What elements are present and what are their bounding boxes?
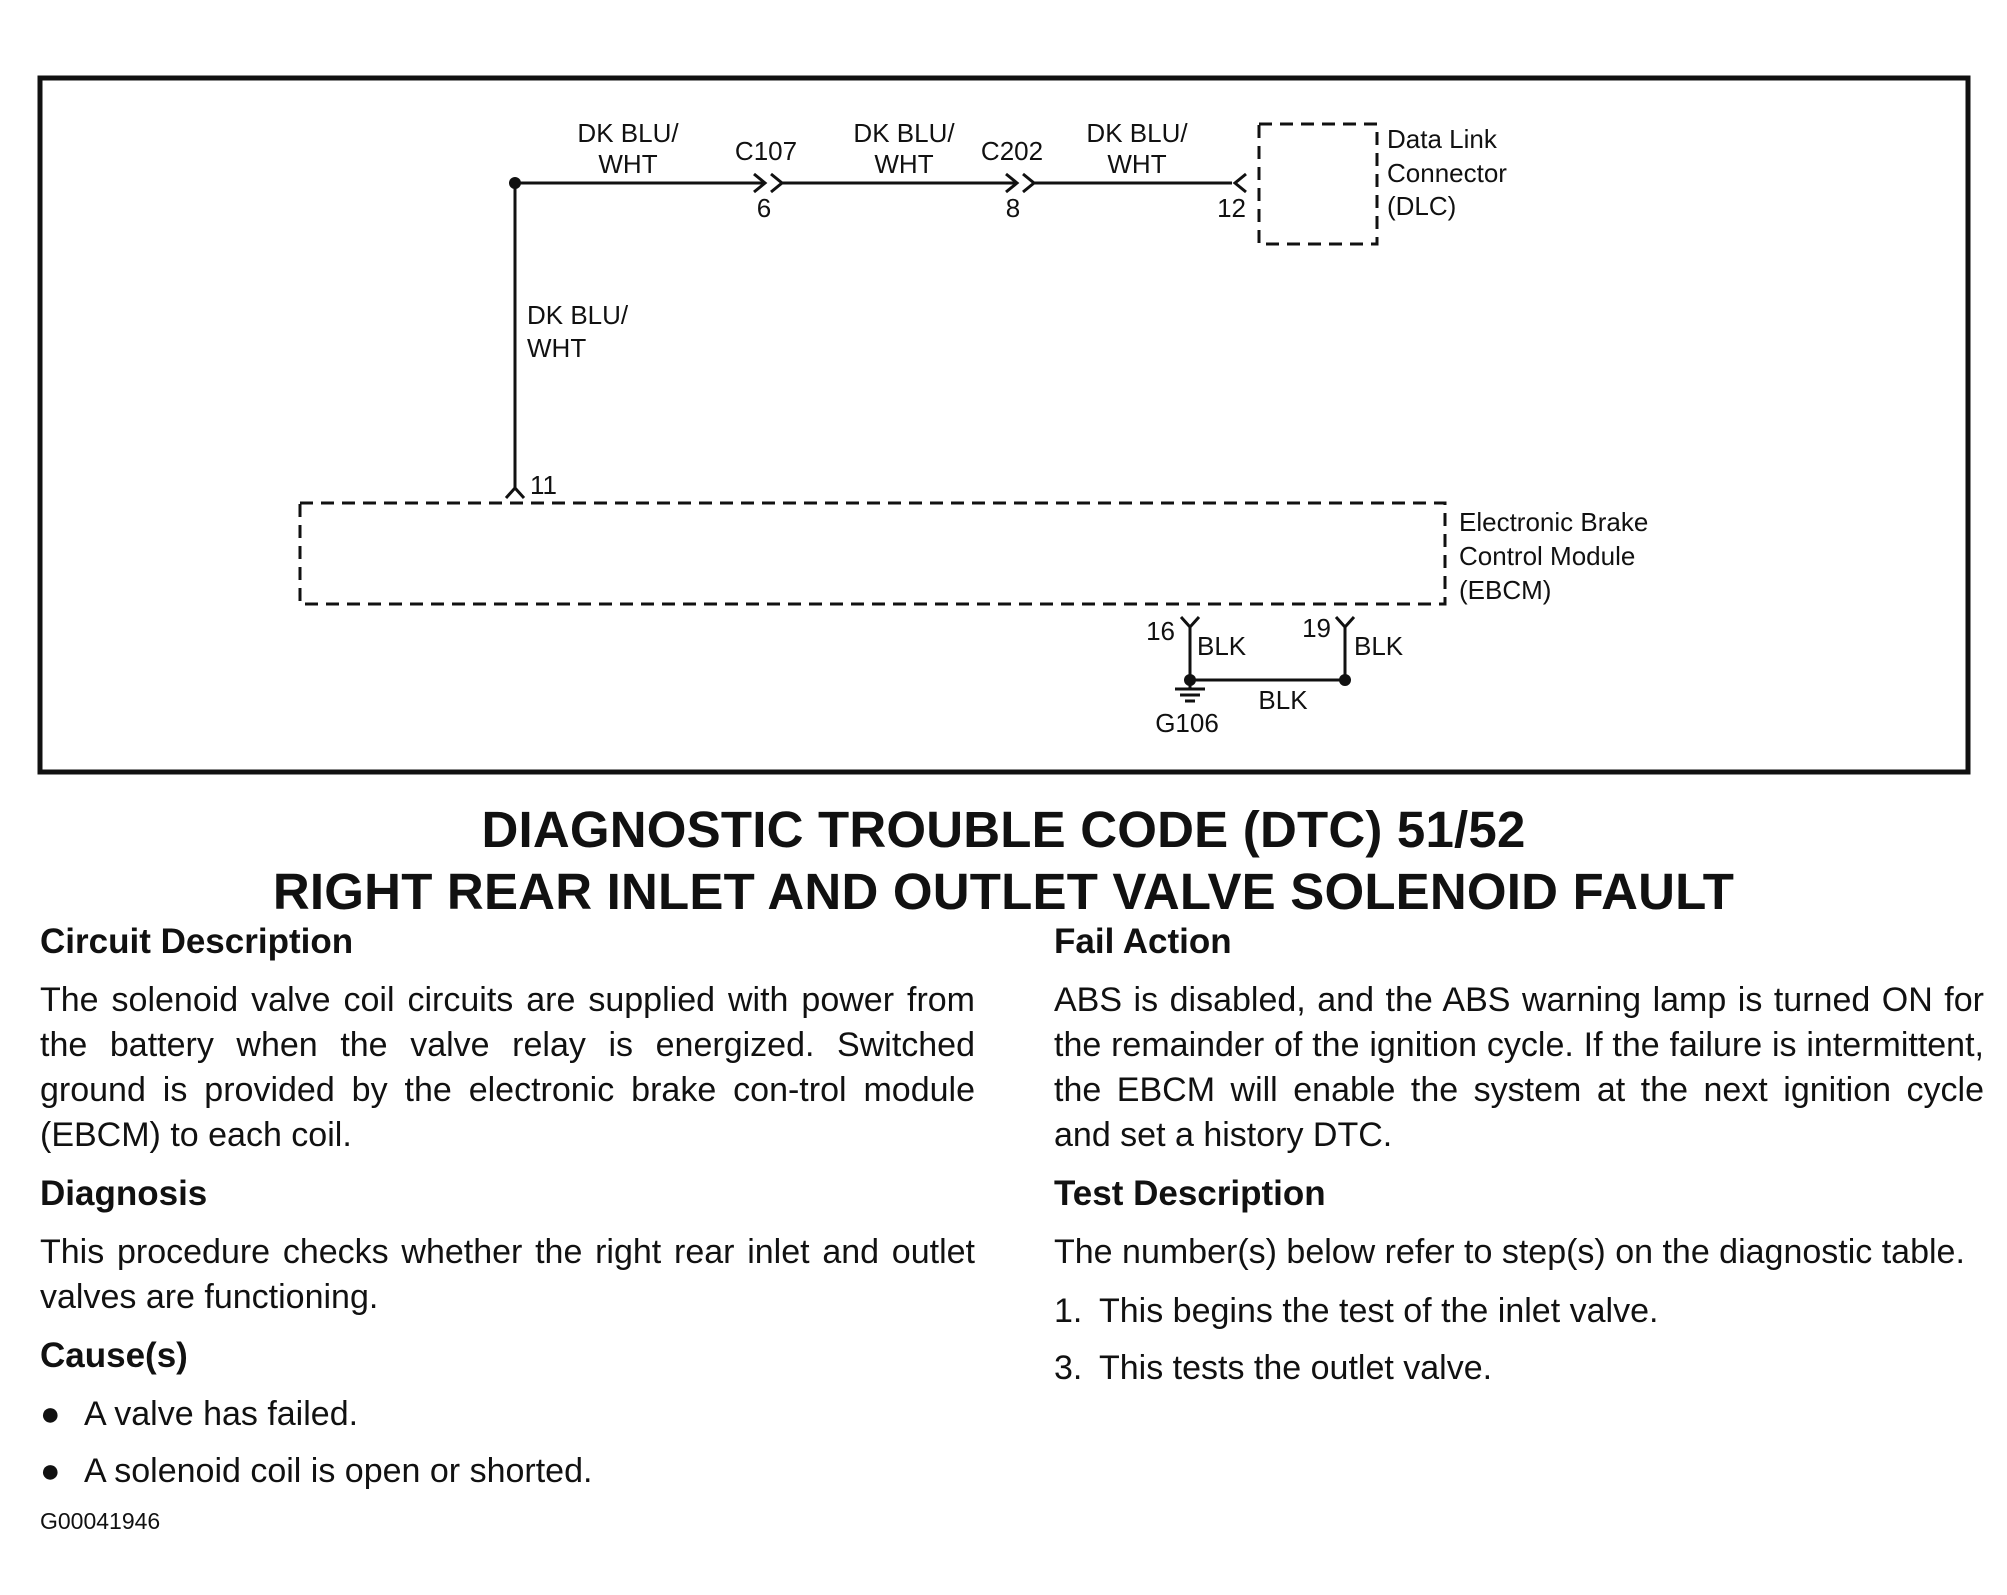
right-column: Fail Action ABS is disabled, and the ABS… <box>1054 920 1984 1403</box>
ebcm-label-1: Electronic Brake <box>1459 507 1648 537</box>
wire-label-1b: WHT <box>598 149 657 179</box>
dlc-box <box>1257 122 1379 246</box>
circuit-description-text: The solenoid valve coil circuits are sup… <box>40 981 975 1154</box>
step-text: This begins the test of the inlet valve. <box>1099 1292 1659 1330</box>
ebcm-pin-19: 19 <box>1302 613 1331 643</box>
wire-label-4a: DK BLU/ <box>527 300 629 330</box>
wire-label-3a: DK BLU/ <box>1086 118 1188 148</box>
ground-wiring <box>1175 615 1356 703</box>
step-text: This tests the outlet valve. <box>1099 1349 1493 1387</box>
dlc-label-1: Data Link <box>1387 124 1498 154</box>
ebcm-box <box>298 501 1447 606</box>
blk-label-bottom: BLK <box>1258 685 1308 715</box>
connector-c202-pin: 8 <box>1006 193 1020 223</box>
connector-c107-pin: 6 <box>757 193 771 223</box>
dlc-pin: 12 <box>1217 193 1246 223</box>
causes-heading: Cause(s) <box>40 1336 188 1375</box>
ground-dot-16 <box>1184 674 1196 686</box>
blk-label-19: BLK <box>1354 631 1404 661</box>
cause-item: ● A valve has failed. <box>40 1392 975 1437</box>
splice-dot <box>509 177 521 189</box>
step-item: 3. This tests the outlet valve. <box>1054 1346 1984 1391</box>
wire-label-2b: WHT <box>874 149 933 179</box>
wire-label-2a: DK BLU/ <box>853 118 955 148</box>
step-number: 1. <box>1054 1292 1083 1330</box>
dlc-label-3: (DLC) <box>1387 191 1456 221</box>
blk-label-16: BLK <box>1197 631 1247 661</box>
test-description-heading: Test Description <box>1054 1174 1326 1213</box>
diagram-frame <box>37 75 1971 775</box>
wire-label-4b: WHT <box>527 333 586 363</box>
ground-label-g106: G106 <box>1155 708 1219 738</box>
step-number: 3. <box>1054 1349 1083 1387</box>
figure-id: G00041946 <box>40 1508 161 1534</box>
ground-dot-19 <box>1339 674 1351 686</box>
left-column: Circuit Description The solenoid valve c… <box>40 920 975 1506</box>
ebcm-pin-11: 11 <box>530 470 557 500</box>
cause-item: ● A solenoid coil is open or shorted. <box>40 1449 975 1494</box>
bullet-icon: ● <box>40 1452 61 1490</box>
ebcm-label-2: Control Module <box>1459 541 1635 571</box>
test-description-text: The number(s) below refer to step(s) on … <box>1054 1233 1965 1271</box>
ebcm-label-3: (EBCM) <box>1459 575 1551 605</box>
step-item: 1. This begins the test of the inlet val… <box>1054 1289 1984 1334</box>
circuit-description-heading: Circuit Description <box>40 922 354 961</box>
fail-action-heading: Fail Action <box>1054 922 1232 961</box>
connector-c107-label: C107 <box>735 136 797 166</box>
ebcm-pin-16: 16 <box>1146 616 1175 646</box>
dlc-label-2: Connector <box>1387 158 1507 188</box>
bullet-icon: ● <box>40 1395 61 1433</box>
cause-text: A valve has failed. <box>84 1395 359 1433</box>
page-title-line2: RIGHT REAR INLET AND OUTLET VALVE SOLENO… <box>272 863 1735 920</box>
diagnosis-text: This procedure checks whether the right … <box>40 1233 975 1316</box>
main-wire <box>504 172 1247 500</box>
wire-label-1a: DK BLU/ <box>577 118 679 148</box>
fail-action-text: ABS is disabled, and the ABS warning lam… <box>1054 981 1984 1154</box>
wiring-diagram: DK BLU/ WHT DK BLU/ WHT DK BLU/ WHT DK B… <box>37 75 1971 775</box>
diagnosis-heading: Diagnosis <box>40 1174 208 1213</box>
wire-label-3b: WHT <box>1107 149 1166 179</box>
cause-text: A solenoid coil is open or shorted. <box>84 1452 593 1490</box>
page-title-line1: DIAGNOSTIC TROUBLE CODE (DTC) 51/52 <box>481 801 1526 858</box>
connector-c202-label: C202 <box>981 136 1043 166</box>
